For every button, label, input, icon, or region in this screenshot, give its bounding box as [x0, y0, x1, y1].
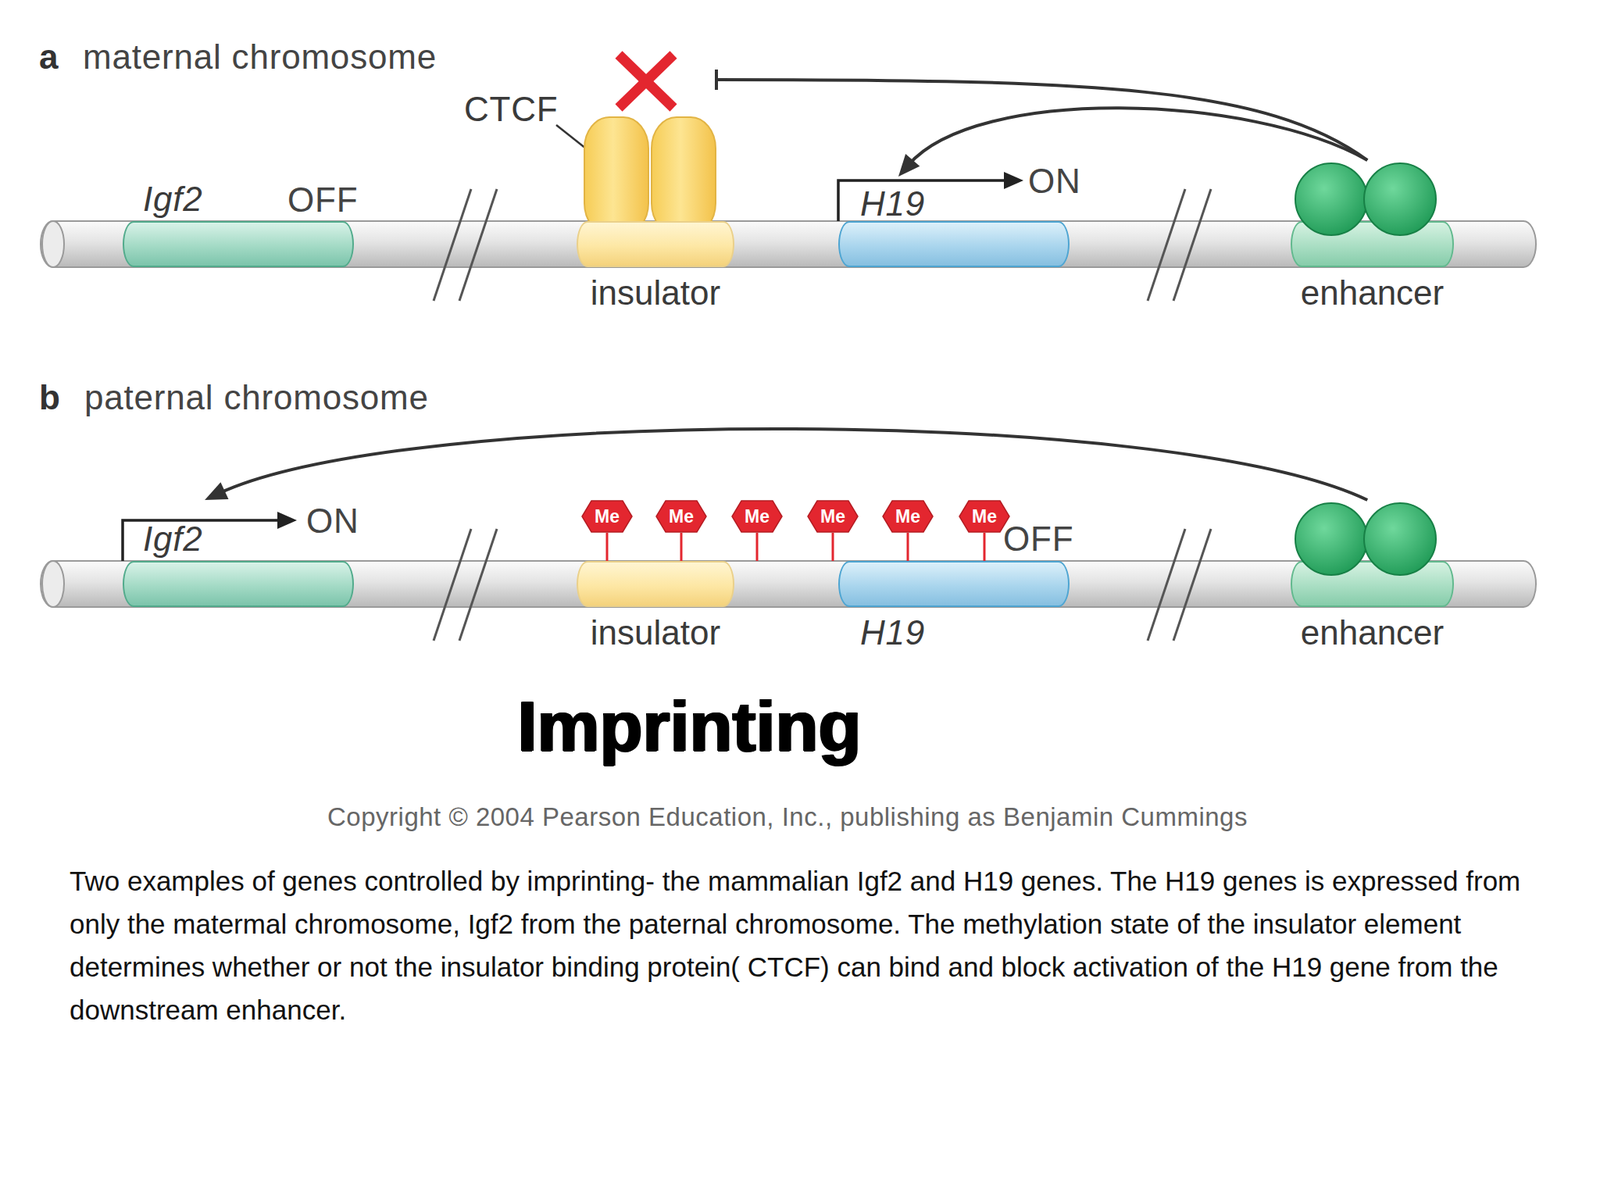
copyright-note: Copyright © 2004 Pearson Education, Inc.… — [327, 800, 1248, 833]
node-label: Igf2 — [142, 519, 204, 559]
break-line — [1173, 528, 1211, 641]
methyl-hexagon-shape — [732, 500, 783, 533]
inhibition-connector — [716, 69, 1368, 161]
methyl-hexagon-shape — [656, 500, 707, 533]
panel-letter: b — [39, 378, 61, 418]
methyl-tag: Me — [958, 500, 1011, 533]
protein-subunit — [584, 117, 649, 235]
methyl-hexagon-shape — [959, 500, 1010, 533]
state-label: ON — [1028, 161, 1082, 201]
insulator-region: insulator — [576, 221, 735, 268]
break-line — [1173, 189, 1211, 301]
connector-line — [218, 428, 1368, 500]
break-line — [459, 189, 497, 301]
methyl-label: Me — [731, 505, 783, 528]
protein-subunit — [1295, 163, 1368, 236]
methyl-label: Me — [655, 505, 708, 528]
enhancer-region: enhancer — [1290, 500, 1454, 608]
chromosome-segment — [576, 560, 735, 608]
arrowhead — [204, 482, 229, 500]
enhancer-region: enhancer — [1290, 160, 1454, 268]
state-label: OFF — [287, 180, 358, 220]
methyl-tag: Me — [731, 500, 783, 533]
tss-arrowhead — [1003, 171, 1024, 190]
enhancer-protein — [1290, 160, 1454, 268]
block-cross — [618, 54, 674, 108]
state-label: OFF — [1003, 519, 1074, 559]
methyl-stem — [606, 532, 609, 561]
chromosome-segment — [576, 221, 735, 268]
node-label: H19 — [860, 184, 925, 224]
node-label: H19 — [860, 613, 925, 653]
node-label: insulator — [576, 273, 735, 313]
chromosome-segment — [838, 221, 1070, 268]
panel-title: paternal chromosome — [84, 378, 429, 418]
inhibit-bar — [714, 69, 718, 90]
methyl-stem — [907, 532, 910, 561]
methyl-tag: Me — [581, 500, 633, 533]
node-label: enhancer — [1290, 613, 1454, 653]
node-label: Igf2 — [142, 179, 204, 219]
connector-line — [908, 107, 1368, 165]
panel-letter: a — [39, 37, 59, 77]
methyl-stem — [756, 532, 759, 561]
methyl-tag: Me — [655, 500, 708, 533]
protein-subunit — [1364, 503, 1436, 575]
methyl-hexagon-shape — [582, 500, 633, 533]
methyl-label: Me — [807, 505, 859, 528]
activation-connector — [898, 107, 1368, 177]
chromosome-segment — [122, 560, 354, 608]
node-label: enhancer — [1290, 273, 1454, 313]
gene-region: H19 — [838, 560, 1070, 608]
chromosome-segment — [838, 560, 1070, 608]
enhancer-protein — [1290, 500, 1454, 608]
chromosome-segment — [122, 221, 354, 268]
title: Imprinting — [376, 687, 1002, 766]
tss-arrowhead — [277, 511, 297, 529]
block-cross — [618, 54, 674, 108]
methyl-stem — [680, 532, 683, 561]
methyl-stem — [832, 532, 835, 561]
break-marks — [433, 189, 1211, 641]
ctcf-protein: CTCF — [583, 62, 717, 235]
state-label: ON — [306, 501, 360, 541]
protein-subunit — [1295, 503, 1368, 575]
chromosome-end — [42, 221, 65, 268]
node-label: CTCF — [464, 89, 559, 129]
chromosome-end — [42, 560, 65, 608]
methyl-stem — [983, 532, 986, 561]
methyl-label: Me — [581, 505, 633, 528]
methyl-tag: Me — [807, 500, 859, 533]
methyl-label: Me — [882, 505, 934, 528]
methyl-tag: Me — [882, 500, 934, 533]
arrowhead — [898, 153, 920, 177]
break-line — [459, 528, 497, 641]
insulator-region: insulator — [576, 560, 735, 608]
node-label: insulator — [576, 613, 735, 653]
methyl-hexagon-shape — [807, 500, 858, 533]
activation-connector — [204, 428, 1368, 500]
ctcf-shape — [583, 62, 717, 235]
panel-title: maternal chromosome — [82, 37, 437, 77]
gene-region: H19 — [838, 176, 1070, 268]
connector-line — [716, 79, 1368, 161]
gene-region: Igf2 — [122, 175, 354, 268]
protein-subunit — [1364, 163, 1436, 236]
methyl-label: Me — [958, 505, 1011, 528]
protein-subunit — [651, 117, 716, 235]
gene-region: Igf2 — [122, 500, 354, 608]
methyl-hexagon-shape — [882, 500, 933, 533]
tss-arrow — [122, 520, 283, 561]
caption: Two examples of genes controlled by impr… — [69, 859, 1523, 1032]
methyl-stems — [607, 532, 985, 561]
